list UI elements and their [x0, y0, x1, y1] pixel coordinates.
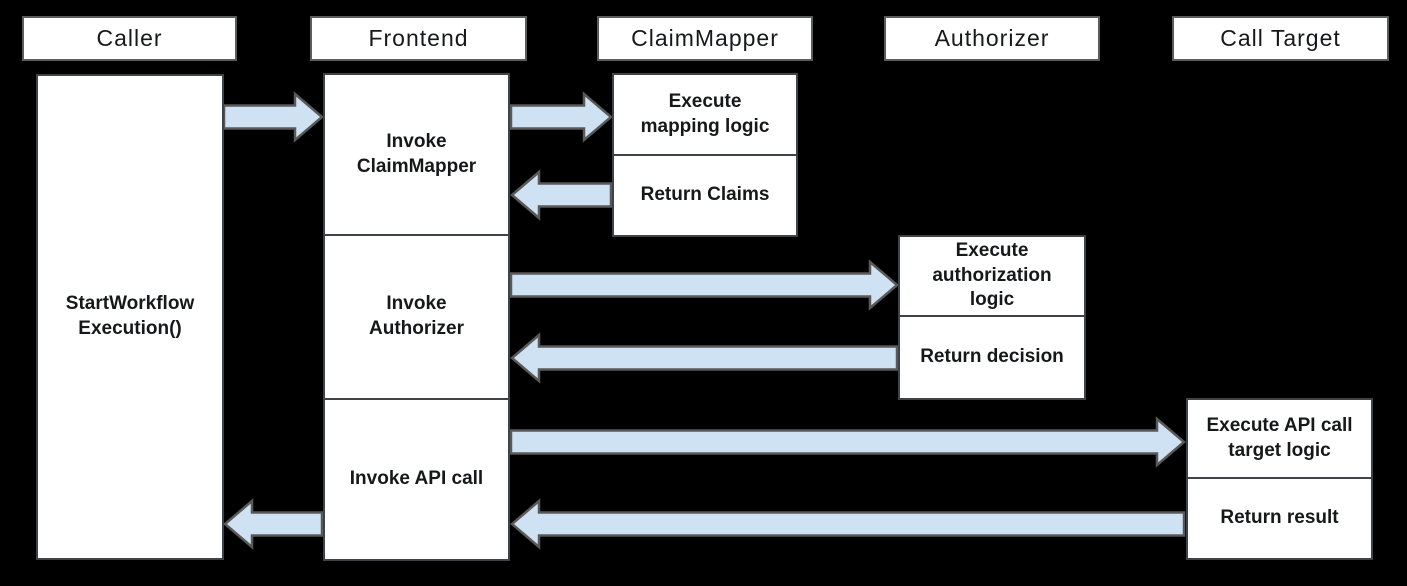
activity-return-claims: Return Claims	[612, 154, 798, 237]
lane-header-caller: Caller	[22, 16, 237, 61]
arrow-authorizer-to-frontend	[510, 332, 899, 384]
activity-invoke-authorizer: Invoke Authorizer	[323, 234, 510, 400]
activity-execute-mapping-logic: Execute mapping logic	[612, 73, 798, 156]
activity-return-decision: Return decision	[898, 315, 1086, 400]
activity-label: Invoke Authorizer	[369, 293, 464, 339]
activity-label: StartWorkflow Execution()	[65, 293, 195, 339]
activity-invoke-claimmapper: Invoke ClaimMapper	[323, 73, 510, 236]
lane-header-calltarget: Call Target	[1172, 16, 1389, 61]
activity-label: Return Claims	[640, 184, 770, 206]
lane-header-claimmapper-label: ClaimMapper	[631, 25, 779, 51]
lane-header-frontend-label: Frontend	[368, 25, 469, 51]
activity-label: Execute API call target logic	[1206, 414, 1353, 461]
lane-header-frontend: Frontend	[310, 16, 527, 61]
activity-label: Return result	[1220, 507, 1339, 529]
arrow-frontend-to-caller	[223, 498, 324, 550]
activity-label: Invoke ClaimMapper	[356, 130, 477, 177]
activity-return-result: Return result	[1186, 477, 1373, 560]
activity-startworkflow-execution: StartWorkflow Execution()	[36, 74, 224, 560]
lane-header-caller-label: Caller	[96, 25, 163, 51]
activity-invoke-api-call: Invoke API call	[323, 398, 510, 561]
arrow-calltarget-to-frontend	[510, 498, 1186, 550]
arrow-frontend-to-authorizer	[509, 259, 899, 311]
lane-header-authorizer: Authorizer	[884, 16, 1100, 61]
activity-execute-authorization-logic: Execute authorization logic	[898, 235, 1086, 317]
arrow-caller-to-frontend	[222, 91, 324, 143]
lane-header-calltarget-label: Call Target	[1220, 25, 1341, 51]
activity-label: Execute authorization logic	[932, 239, 1052, 311]
activity-label: Invoke API call	[349, 468, 484, 490]
lane-header-authorizer-label: Authorizer	[934, 25, 1050, 51]
arrow-claimmapper-to-frontend	[510, 169, 613, 221]
activity-label: Execute mapping logic	[640, 90, 770, 137]
lane-header-claimmapper: ClaimMapper	[597, 16, 813, 61]
arrow-frontend-to-claimmapper	[509, 91, 613, 143]
arrow-frontend-to-calltarget	[509, 416, 1186, 468]
activity-label: Return decision	[920, 346, 1064, 368]
activity-execute-api-call-target-logic: Execute API call target logic	[1186, 398, 1373, 479]
